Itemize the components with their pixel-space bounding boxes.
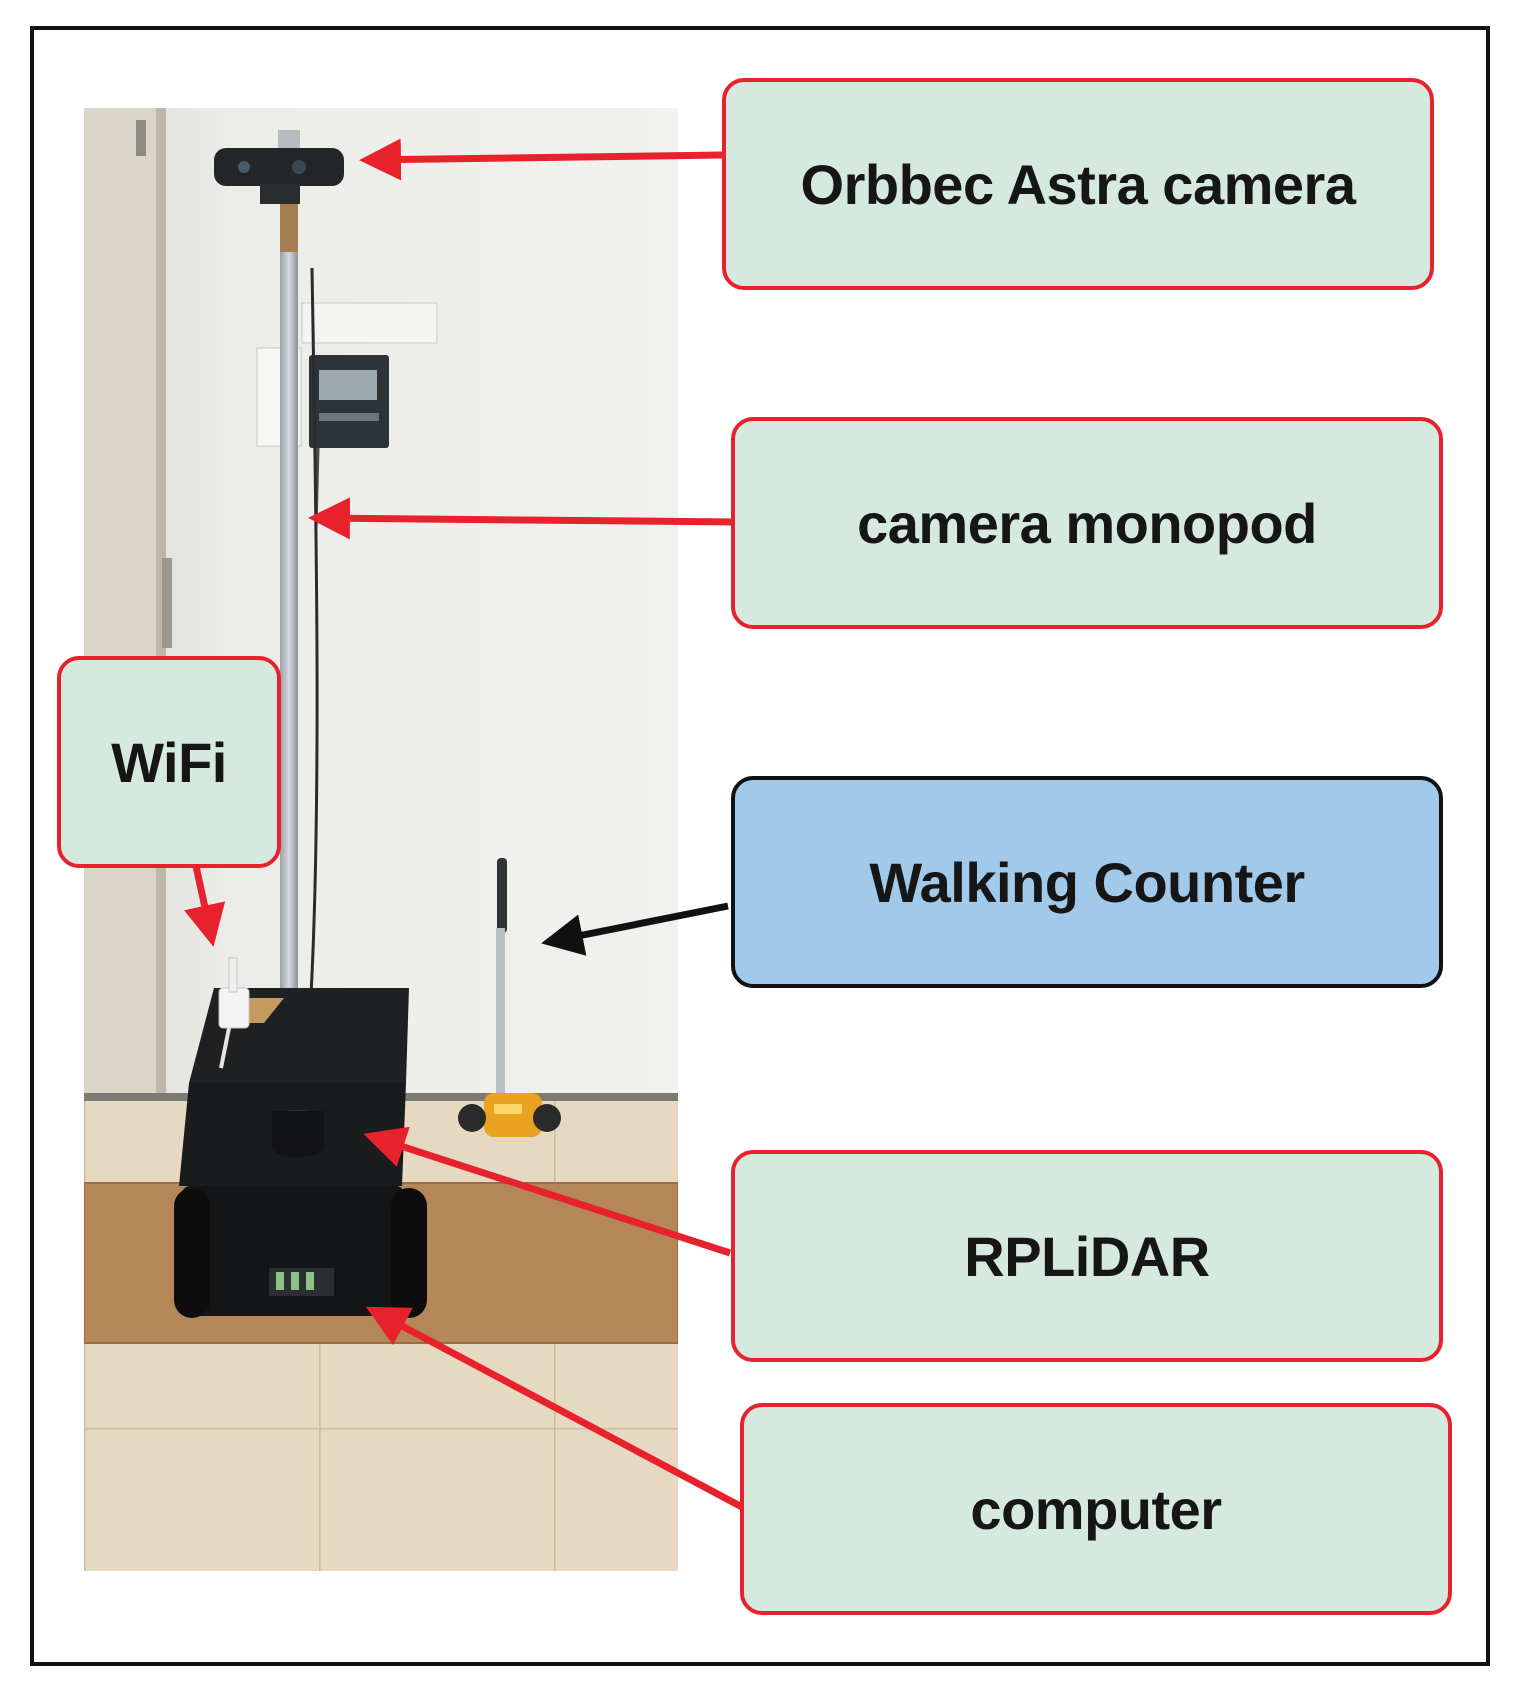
camera-label: Orbbec Astra camera <box>722 78 1434 290</box>
wifi-arrow <box>184 865 226 947</box>
monopod-label-text: camera monopod <box>857 491 1317 555</box>
camera-label-text: Orbbec Astra camera <box>800 152 1356 216</box>
monopod-label: camera monopod <box>731 417 1443 629</box>
monopod-arrow <box>308 497 736 540</box>
rplidar-label: RPLiDAR <box>731 1150 1443 1362</box>
computer-label: computer <box>740 1403 1452 1615</box>
walking-counter-label: Walking Counter <box>731 776 1443 988</box>
robot-photo <box>84 108 678 1571</box>
camera-arrow <box>359 138 723 181</box>
rplidar-label-text: RPLiDAR <box>964 1224 1210 1288</box>
wifi-label-text: WiFi <box>111 730 227 794</box>
walking-counter-label-text: Walking Counter <box>869 850 1305 914</box>
wifi-label: WiFi <box>57 656 281 868</box>
computer-arrow <box>365 1306 744 1511</box>
walking-counter-arrow <box>541 902 729 956</box>
rplidar-arrow <box>363 1126 732 1257</box>
computer-label-text: computer <box>970 1477 1222 1541</box>
